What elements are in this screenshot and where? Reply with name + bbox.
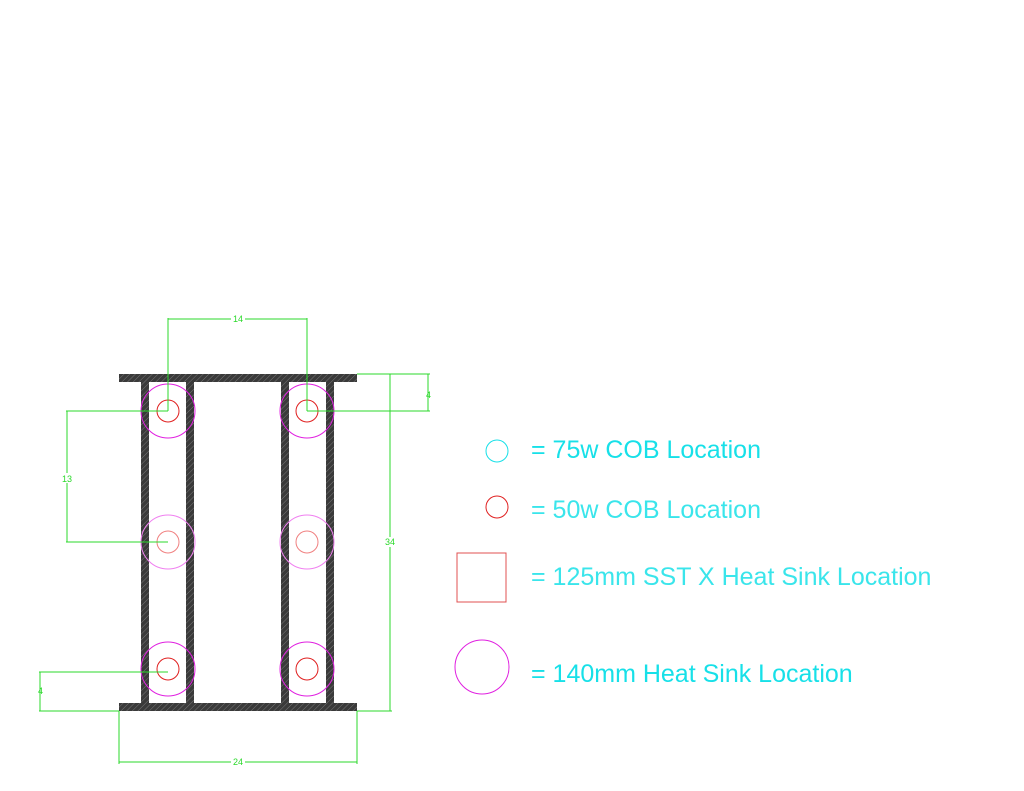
sink-140mm-right-mid xyxy=(279,514,335,570)
dim-label-bottom-width: 24 xyxy=(233,757,243,767)
right-rail-inner xyxy=(326,382,334,703)
dimension-labels: 14 4 13 34 4 24 xyxy=(38,314,431,767)
sink-140mm-right-bottom xyxy=(279,641,335,697)
cob-50w-left-bottom xyxy=(156,657,180,681)
dim-label-overall-height: 34 xyxy=(385,537,395,547)
legend-label-sst-x-sink: = 125mm SST X Heat Sink Location xyxy=(531,563,931,591)
small-cyan-circle-icon xyxy=(485,439,509,463)
bottom-rail xyxy=(119,703,357,711)
left-rail-inner xyxy=(186,382,194,703)
dim-label-left-offset: 4 xyxy=(38,686,43,696)
dimension-lines xyxy=(39,318,430,764)
legend-label-50w-cob: = 50w COB Location xyxy=(531,496,761,524)
dim-label-right-offset: 4 xyxy=(426,390,431,400)
cob-50w-right-bottom xyxy=(295,657,319,681)
red-square-icon xyxy=(456,552,507,603)
top-rail xyxy=(119,374,357,382)
sink-140mm-left-bottom xyxy=(140,641,196,697)
legend: = 75w COB Location = 50w COB Location = … xyxy=(454,436,931,695)
cob-right-mid xyxy=(295,530,319,554)
right-rail-outer xyxy=(281,382,289,703)
large-magenta-circle-icon xyxy=(454,639,510,695)
small-red-circle-icon xyxy=(485,495,509,519)
heat-sink-locations xyxy=(140,383,335,697)
legend-label-140mm-sink: = 140mm Heat Sink Location xyxy=(531,660,853,688)
legend-label-75w-cob: = 75w COB Location xyxy=(531,436,761,464)
dim-label-left-spacing: 13 xyxy=(62,474,72,484)
dim-label-top-spacing: 14 xyxy=(233,314,243,324)
